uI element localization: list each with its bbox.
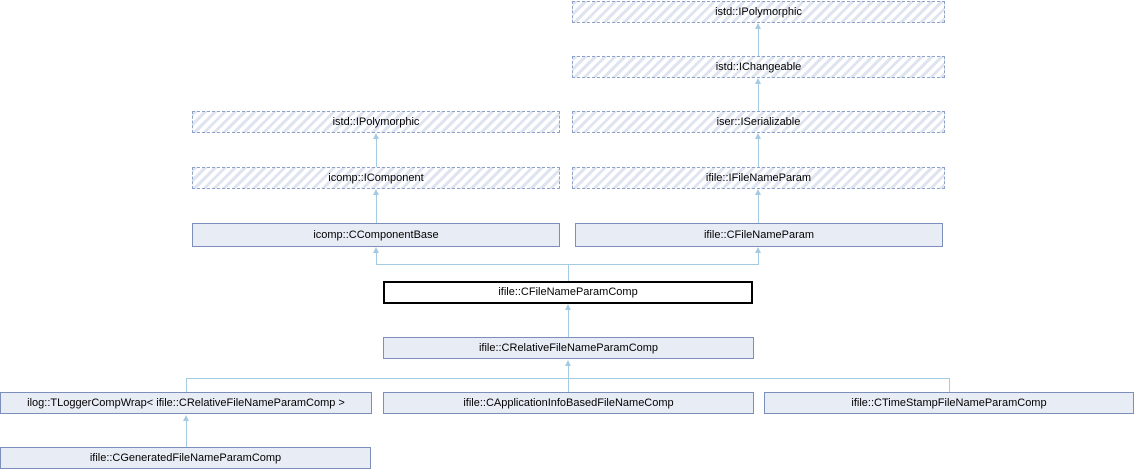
- class-node-ifile-ifilenameparam[interactable]: ifile::IFileNameParam: [572, 167, 945, 189]
- arrow-up-icon: [755, 23, 761, 29]
- class-node-istd-ipolymorphic-top[interactable]: istd::IPolymorphic: [572, 1, 945, 23]
- class-node-istd-ipolymorphic-left[interactable]: istd::IPolymorphic: [192, 111, 560, 133]
- class-node-ifile-ctimestampfilenameparamcomp[interactable]: ifile::CTimeStampFileNameParamComp: [764, 392, 1134, 414]
- class-node-ifile-capplicationinfobasedfilenamecomp[interactable]: ifile::CApplicationInfoBasedFileNameComp: [383, 392, 754, 414]
- class-node-icomp-icomponent[interactable]: icomp::IComponent: [192, 167, 560, 189]
- arrow-up-icon: [183, 415, 189, 421]
- inheritance-edge: [376, 253, 377, 265]
- inheritance-edge: [376, 195, 377, 223]
- inheritance-edge: [758, 253, 759, 265]
- arrow-up-icon: [565, 360, 571, 366]
- arrow-up-icon: [565, 304, 571, 310]
- arrow-up-icon: [755, 133, 761, 139]
- class-node-icomp-ccomponentbase[interactable]: icomp::CComponentBase: [192, 223, 560, 247]
- class-node-ifile-cfilenameparamcomp-current: ifile::CFileNameParamComp: [383, 281, 753, 304]
- inheritance-edge: [568, 366, 569, 392]
- inheritance-edge: [568, 264, 569, 281]
- class-node-iser-iserializable[interactable]: iser::ISerializable: [572, 111, 945, 133]
- inheritance-edge: [186, 378, 187, 392]
- class-node-ifile-cgeneratedfilenameparamcomp[interactable]: ifile::CGeneratedFileNameParamComp: [0, 447, 371, 469]
- inheritance-edge: [758, 84, 759, 111]
- inheritance-edge: [186, 378, 950, 379]
- class-node-ilog-tloggercompwrap[interactable]: ilog::TLoggerCompWrap< ifile::CRelativeF…: [0, 392, 372, 414]
- inheritance-edge: [758, 195, 759, 223]
- arrow-up-icon: [755, 189, 761, 195]
- arrow-up-icon: [373, 133, 379, 139]
- inheritance-edge: [949, 378, 950, 392]
- class-node-ifile-crelativefilenameparamcomp[interactable]: ifile::CRelativeFileNameParamComp: [383, 337, 754, 359]
- class-node-istd-ichangeable[interactable]: istd::IChangeable: [572, 56, 945, 78]
- arrow-up-icon: [755, 247, 761, 253]
- inheritance-edge: [376, 264, 759, 265]
- arrow-up-icon: [373, 189, 379, 195]
- inheritance-edge: [568, 310, 569, 337]
- arrow-up-icon: [755, 78, 761, 84]
- arrow-up-icon: [373, 247, 379, 253]
- inheritance-edge: [376, 139, 377, 167]
- inheritance-edge: [758, 29, 759, 56]
- inheritance-edge: [758, 139, 759, 167]
- inheritance-edge: [186, 421, 187, 447]
- class-node-ifile-cfilenameparam[interactable]: ifile::CFileNameParam: [575, 223, 943, 247]
